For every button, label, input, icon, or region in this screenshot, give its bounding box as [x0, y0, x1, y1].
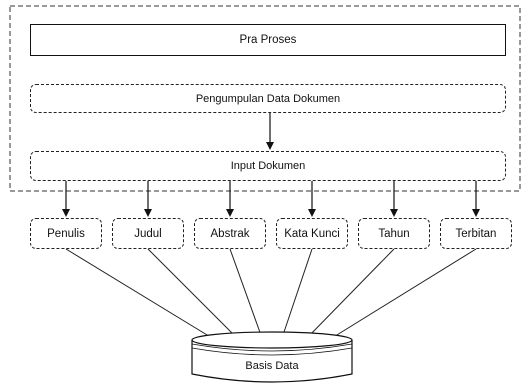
field-abstrak: Abstrak	[194, 218, 266, 249]
field-abstrak-label: Abstrak	[210, 227, 250, 240]
pra-proses-label: Pra Proses	[239, 34, 297, 46]
field-terbitan: Terbitan	[440, 218, 512, 249]
field-penulis-label: Penulis	[47, 227, 85, 240]
input-dokumen-box: Input Dokumen	[30, 151, 506, 181]
pengumpulan-label: Pengumpulan Data Dokumen	[195, 92, 341, 105]
db-connectors	[65, 248, 477, 339]
field-arrows	[62, 181, 480, 217]
field-tahun-label: Tahun	[378, 227, 410, 240]
connector-judul	[147, 248, 238, 339]
pengumpulan-box: Pengumpulan Data Dokumen	[30, 84, 506, 113]
field-tahun: Tahun	[358, 218, 430, 249]
connector-kata-kunci	[281, 248, 313, 339]
connector-penulis	[65, 248, 213, 339]
pre-process-region	[9, 5, 521, 192]
field-judul: Judul	[112, 218, 184, 249]
field-judul-label: Judul	[134, 227, 162, 240]
field-penulis: Penulis	[30, 218, 102, 249]
connector-tahun	[306, 248, 395, 339]
field-kata-kunci: Kata Kunci	[276, 218, 348, 249]
database-label: Basis Data	[245, 360, 299, 372]
database-cylinder	[191, 331, 353, 383]
input-dokumen-label: Input Dokumen	[230, 160, 306, 172]
pra-proses-box: Pra Proses	[30, 24, 506, 56]
connector-terbitan	[331, 248, 477, 339]
connector-abstrak	[229, 248, 263, 339]
field-kata-kunci-label: Kata Kunci	[284, 227, 340, 240]
field-terbitan-label: Terbitan	[455, 227, 497, 240]
database-label-box: Basis Data	[192, 356, 352, 376]
